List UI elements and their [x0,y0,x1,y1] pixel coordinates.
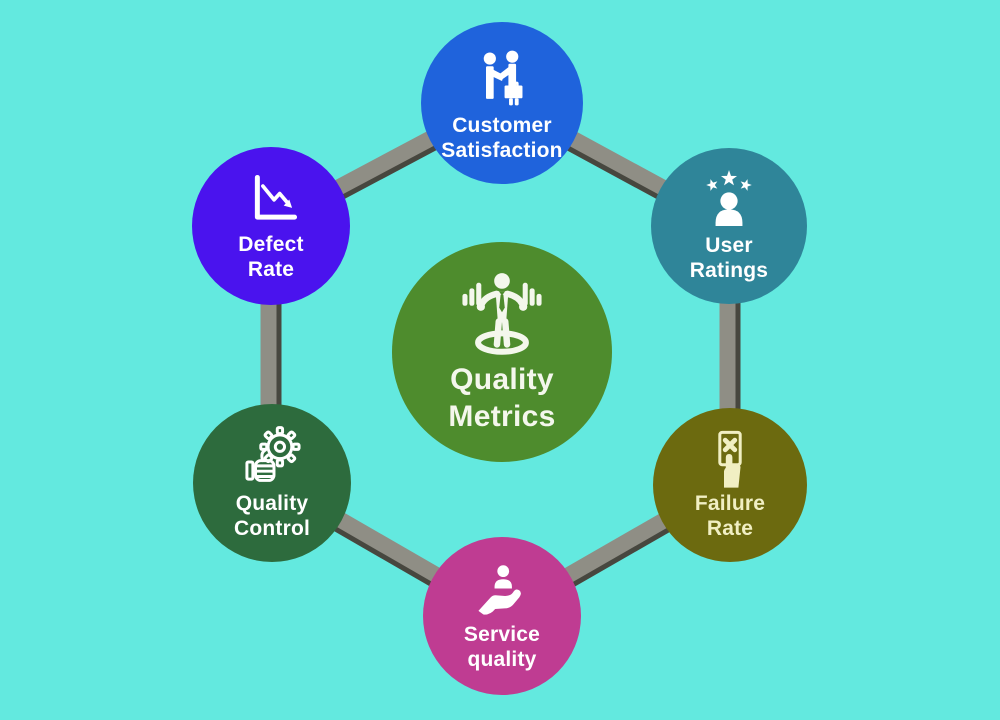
node-label: Service quality [464,622,540,672]
node-label-line: Satisfaction [441,139,563,162]
node-service-quality: Service quality [423,537,581,695]
node-label-line: quality [467,648,537,671]
center-title-line: Metrics [448,400,556,433]
node-label-line: Quality [235,492,309,515]
node-label: Failure Rate [695,491,765,541]
node-label: Defect Rate [238,232,303,282]
thumbs-up-gear-icon [245,426,301,482]
presenter-tie [498,291,506,313]
center-title-line: Quality [450,363,554,396]
node-customer-satisfaction: Customer Satisfaction [421,22,583,184]
hand-card-x-icon [718,430,742,488]
node-label-line: Control [233,517,311,540]
node-label-line: Rate [247,258,295,281]
hand-holding-person-icon [478,565,521,615]
person-with-stars-icon [706,170,752,226]
handshake-icon [483,50,523,106]
node-defect-rate: Defect Rate [192,147,350,305]
node-quality-metrics-center: Quality Metrics [392,242,612,462]
node-label-line: Defect [238,233,304,256]
presenter-with-bar-charts-icon [462,273,542,355]
declining-chart-icon [254,174,298,220]
node-label-line: User [705,234,753,257]
node-quality-control: Quality Control [193,404,351,562]
node-label-line: Customer [452,114,552,137]
node-label-line: Ratings [689,259,769,282]
center-title: Quality Metrics [448,361,555,435]
node-label: Quality Control [234,491,310,541]
node-user-ratings: User Ratings [651,148,807,304]
node-label-line: Failure [694,492,766,515]
node-label: Customer Satisfaction [441,113,562,163]
node-label-line: Rate [706,517,754,540]
node-label-line: Service [463,623,541,646]
node-label: User Ratings [690,233,768,283]
node-failure-rate: Failure Rate [653,408,807,562]
